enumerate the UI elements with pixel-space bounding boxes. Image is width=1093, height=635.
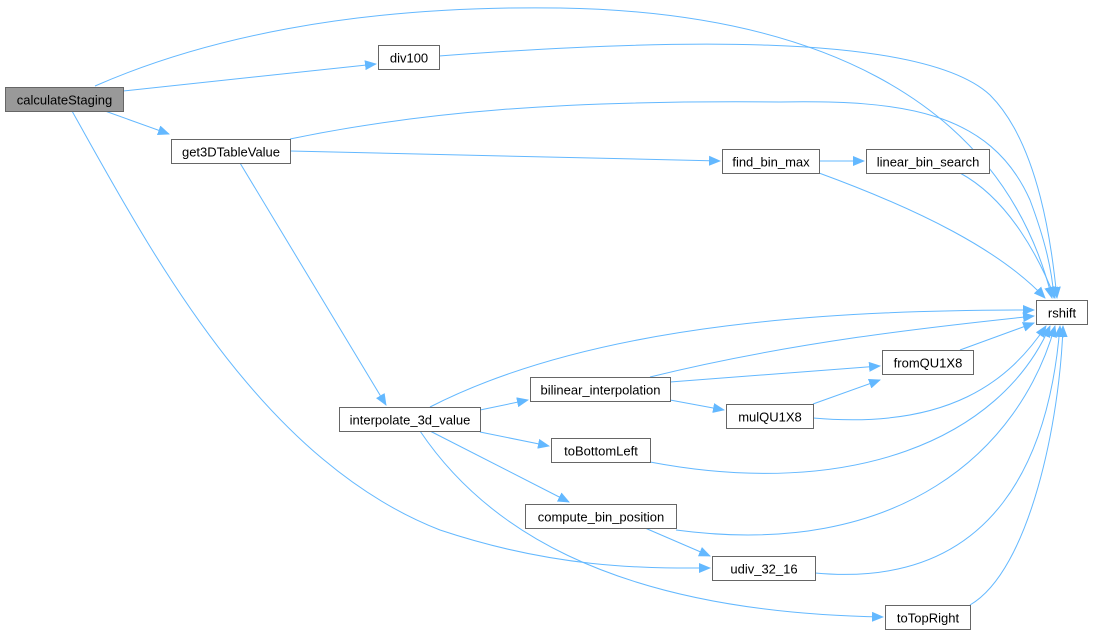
node-box [726, 404, 814, 429]
edge-get3DTableValue-to-rshift [289, 101, 1059, 299]
edge-interpolate_3d_value-to-rshift [429, 305, 1035, 408]
edge-udiv_32_16-to-rshift [814, 325, 1065, 575]
node-box [1036, 300, 1088, 325]
edge-bilinear_interpolation-to-mulQU1X8 [669, 399, 725, 413]
node-label: interpolate_3d_value [350, 413, 471, 428]
edge-interpolate_3d_value-to-toTopRight [419, 430, 884, 622]
edge-mulQU1X8-to-rshift [812, 325, 1047, 421]
edge-bilinear_interpolation-to-fromQU1X8 [669, 361, 881, 383]
node-toBottomLeft[interactable]: toBottomLeft [551, 438, 651, 463]
node-label: bilinear_interpolation [541, 383, 661, 398]
node-box [339, 407, 481, 432]
node-label: find_bin_max [732, 155, 810, 170]
edge-compute_bin_position-to-udiv_32_16 [644, 527, 711, 557]
node-interpolate_3d_value[interactable]: interpolate_3d_value [339, 407, 481, 432]
edge-calculateStaging-to-rshift [94, 7, 1055, 299]
edge-compute_bin_position-to-rshift [675, 325, 1057, 536]
edge-calculateStaging-to-div100 [122, 60, 377, 92]
node-get3DTableValue[interactable]: get3DTableValue [171, 139, 291, 164]
node-label: toBottomLeft [564, 444, 638, 459]
node-box [5, 87, 124, 112]
node-rshift[interactable]: rshift [1036, 300, 1088, 325]
edge-calculateStaging-to-get3DTableValue [104, 110, 170, 135]
node-box [722, 149, 820, 174]
edge-get3DTableValue-to-find_bin_max [289, 150, 721, 166]
node-box [525, 504, 677, 529]
node-label: linear_bin_search [877, 155, 980, 170]
node-label: mulQU1X8 [738, 410, 802, 425]
node-label: compute_bin_position [538, 510, 664, 525]
node-label: get3DTableValue [182, 145, 280, 160]
node-mulQU1X8[interactable]: mulQU1X8 [726, 404, 814, 429]
node-box [378, 45, 440, 70]
node-compute_bin_position[interactable]: compute_bin_position [525, 504, 677, 529]
node-box [530, 377, 671, 402]
edge-toBottomLeft-to-rshift [649, 325, 1051, 474]
node-label: fromQU1X8 [894, 356, 963, 371]
node-box [866, 149, 990, 174]
node-div100[interactable]: div100 [378, 45, 440, 70]
edge-get3DTableValue-to-interpolate_3d_value [239, 162, 387, 406]
node-box [882, 350, 974, 375]
node-box [551, 438, 651, 463]
node-find_bin_max[interactable]: find_bin_max [722, 149, 820, 174]
edge-find_bin_max-to-rshift [818, 172, 1046, 299]
node-bilinear_interpolation[interactable]: bilinear_interpolation [530, 377, 671, 402]
node-linear_bin_search[interactable]: linear_bin_search [866, 149, 990, 174]
node-label: udiv_32_16 [730, 562, 797, 577]
node-label: calculateStaging [17, 93, 112, 108]
edge-fromQU1X8-to-rshift [959, 322, 1035, 351]
edge-linear_bin_search-to-rshift [959, 172, 1056, 299]
node-box [171, 139, 291, 164]
edge-toTopRight-to-rshift [969, 325, 1068, 606]
node-fromQU1X8[interactable]: fromQU1X8 [882, 350, 974, 375]
edge-mulQU1X8-to-fromQU1X8 [812, 379, 881, 405]
node-box [712, 556, 816, 581]
node-calculateStaging[interactable]: calculateStaging [5, 87, 124, 112]
edge-interpolate_3d_value-to-toBottomLeft [479, 431, 550, 449]
node-box [885, 605, 971, 630]
edge-calculateStaging-to-udiv_32_16 [71, 110, 711, 574]
edge-interpolate_3d_value-to-bilinear_interpolation [479, 397, 529, 411]
node-label: div100 [390, 51, 428, 66]
node-toTopRight[interactable]: toTopRight [885, 605, 971, 630]
edge-interpolate_3d_value-to-compute_bin_position [429, 430, 570, 503]
node-label: rshift [1048, 306, 1077, 321]
edge-bilinear_interpolation-to-rshift [649, 312, 1035, 378]
node-label: toTopRight [897, 611, 960, 626]
node-udiv_32_16[interactable]: udiv_32_16 [712, 556, 816, 581]
edge-div100-to-rshift [438, 43, 1061, 299]
